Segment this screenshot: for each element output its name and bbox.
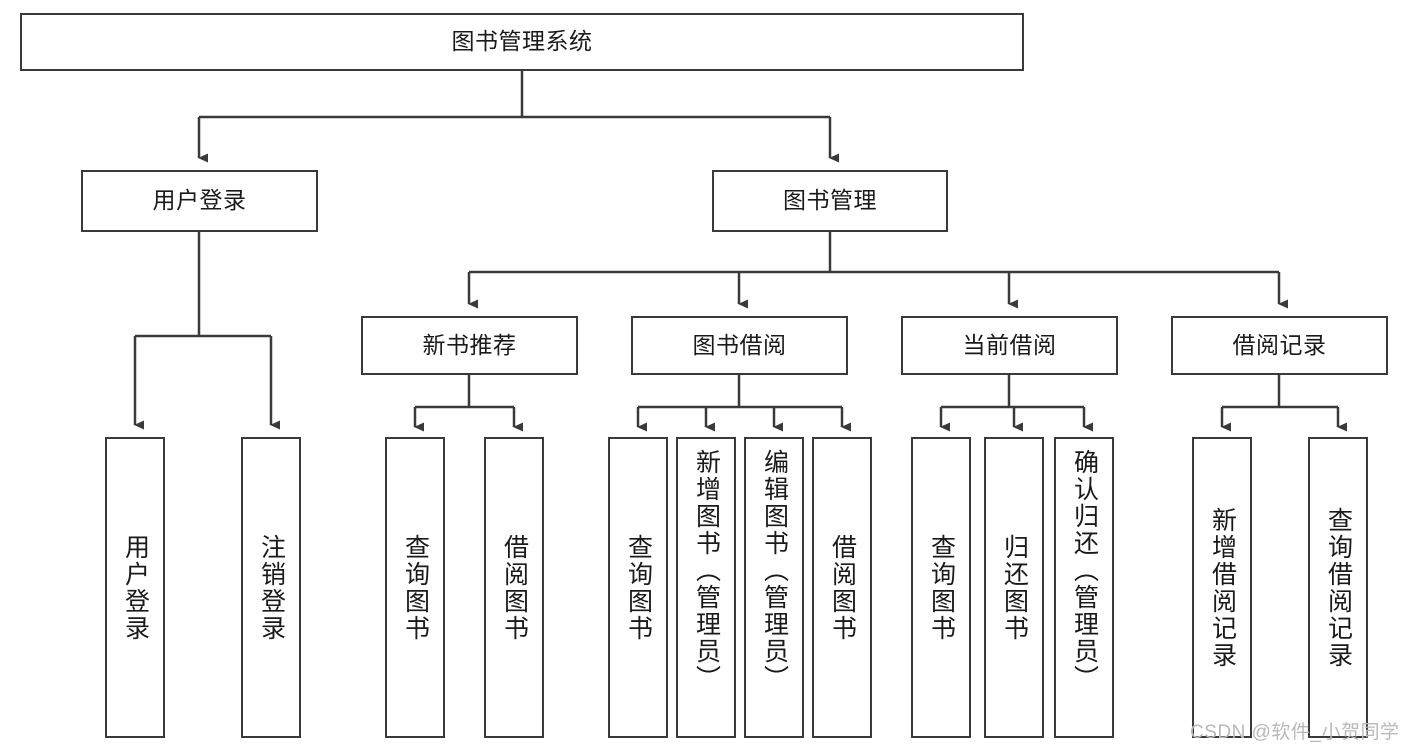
node-leaf-query-book-2[interactable]: 查询图书 <box>608 437 668 738</box>
node-user-login[interactable]: 用户登录 <box>81 170 318 232</box>
node-book-borrow-label: 图书借阅 <box>692 331 787 358</box>
node-leaf-borrow-book-1[interactable]: 借阅图书 <box>484 437 544 738</box>
node-new-book-rec[interactable]: 新书推荐 <box>361 316 578 375</box>
node-book-manage-label: 图书管理 <box>783 187 877 214</box>
node-leaf-confirm-return-label: 确认归还（管理员） <box>1070 449 1099 692</box>
node-leaf-query-record-label: 查询借阅记录 <box>1324 506 1353 669</box>
node-leaf-query-record[interactable]: 查询借阅记录 <box>1308 437 1368 738</box>
node-leaf-edit-book[interactable]: 编辑图书（管理员） <box>744 437 804 738</box>
node-book-borrow[interactable]: 图书借阅 <box>631 316 848 375</box>
node-root[interactable]: 图书管理系统 <box>20 13 1024 71</box>
node-book-manage[interactable]: 图书管理 <box>712 170 948 232</box>
node-leaf-borrow-book-1-label: 借阅图书 <box>500 533 529 642</box>
node-leaf-borrow-book-2[interactable]: 借阅图书 <box>812 437 872 738</box>
node-current-borrow[interactable]: 当前借阅 <box>901 316 1118 375</box>
node-leaf-add-record[interactable]: 新增借阅记录 <box>1192 437 1252 738</box>
node-leaf-borrow-book-2-label: 借阅图书 <box>828 533 857 642</box>
node-leaf-add-record-label: 新增借阅记录 <box>1208 506 1237 669</box>
node-leaf-edit-book-label: 编辑图书（管理员） <box>760 449 789 692</box>
node-leaf-add-book-label: 新增图书（管理员） <box>692 449 721 692</box>
node-leaf-logout[interactable]: 注销登录 <box>241 437 301 738</box>
node-leaf-logout-label: 注销登录 <box>257 533 286 642</box>
node-leaf-query-book-2-label: 查询图书 <box>624 533 653 642</box>
node-leaf-query-book-1-label: 查询图书 <box>401 533 430 642</box>
node-leaf-query-book-3-label: 查询图书 <box>927 533 956 642</box>
node-leaf-user-login-label: 用户登录 <box>121 533 150 642</box>
node-leaf-add-book[interactable]: 新增图书（管理员） <box>676 437 736 738</box>
csdn-watermark: CSDN @软件_小贺同学 <box>1190 722 1400 743</box>
node-new-book-rec-label: 新书推荐 <box>422 331 517 358</box>
node-leaf-return-book-label: 归还图书 <box>1000 533 1029 642</box>
node-current-borrow-label: 当前借阅 <box>962 331 1057 358</box>
node-leaf-query-book-1[interactable]: 查询图书 <box>385 437 445 738</box>
node-user-login-label: 用户登录 <box>152 187 247 214</box>
node-root-label: 图书管理系统 <box>451 28 593 55</box>
node-leaf-query-book-3[interactable]: 查询图书 <box>911 437 971 738</box>
node-leaf-confirm-return[interactable]: 确认归还（管理员） <box>1054 437 1114 738</box>
node-leaf-return-book[interactable]: 归还图书 <box>984 437 1044 738</box>
node-borrow-record[interactable]: 借阅记录 <box>1171 316 1388 375</box>
node-borrow-record-label: 借阅记录 <box>1232 331 1327 358</box>
node-leaf-user-login[interactable]: 用户登录 <box>105 437 165 738</box>
